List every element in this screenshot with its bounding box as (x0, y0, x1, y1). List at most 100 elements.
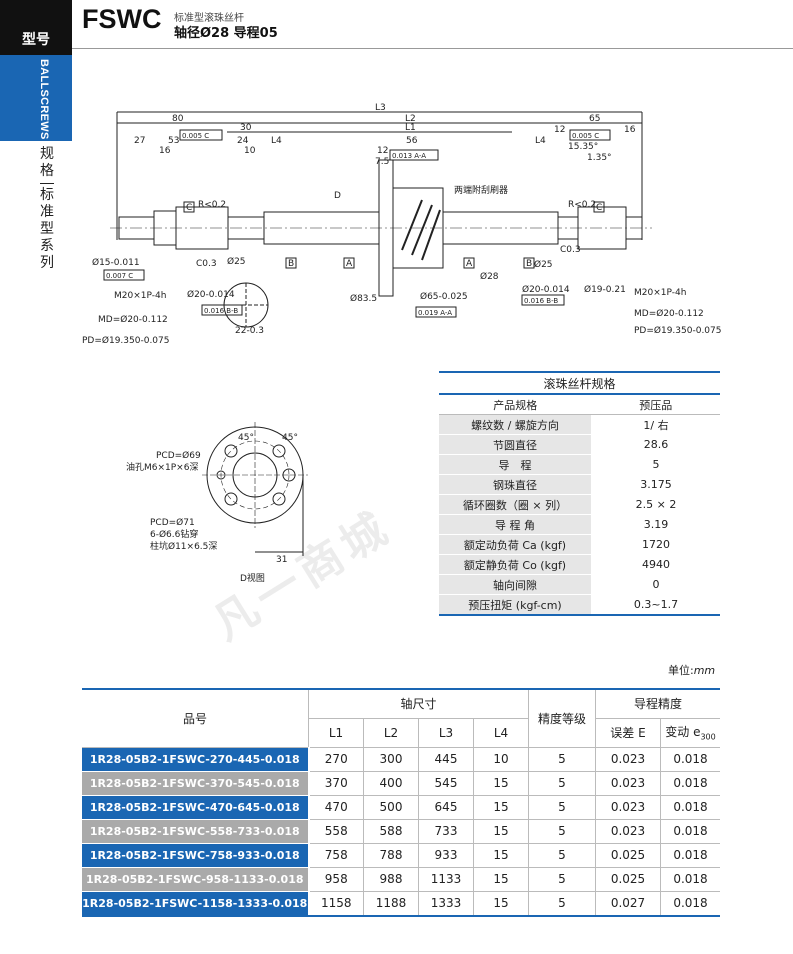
model-title: FSWC (82, 4, 162, 34)
flange-drill-holes: 6-Ø6.6钻穿 (150, 528, 198, 540)
cell-l1: 470 (308, 795, 364, 820)
cell-variation: 0.018 (660, 843, 720, 868)
cell-error: 0.025 (595, 843, 661, 868)
col-l3: L3 (418, 718, 474, 748)
category-english: BALLSCREWS (38, 59, 50, 140)
cell-l2: 300 (363, 747, 419, 772)
spec-key: 导 程 角 (439, 514, 592, 535)
unit-prefix: 单位: (668, 664, 694, 677)
dim-l4a: L4 (271, 136, 282, 146)
flange-oil-hole: 油孔M6×1P×6深 (126, 461, 198, 473)
category-chinese: 规格 标准型系列 (36, 146, 58, 272)
dim-12b: 12 (554, 125, 565, 135)
cell-l4: 15 (473, 867, 529, 892)
model-spec-title: 轴径Ø28 导程05 (174, 26, 278, 41)
dia-25-left: Ø25 (227, 256, 246, 267)
dim-53: 53 (168, 136, 179, 146)
col-lead-accuracy: 导程精度 (595, 688, 720, 719)
cell-l2: 588 (363, 819, 419, 844)
tolerance-frame-6: 0.016 B-B (524, 297, 558, 305)
col-variation-label: 变动 e (665, 725, 701, 740)
cell-l2: 788 (363, 843, 419, 868)
thread-right: M20×1P-4h (634, 288, 686, 298)
dia-25-right: Ø25 (534, 259, 553, 270)
spec-key: 额定动负荷 Ca (kgf) (439, 534, 592, 555)
dim-56: 56 (406, 136, 418, 146)
col-l2: L2 (363, 718, 419, 748)
dia-65: Ø65-0.025 (420, 291, 468, 302)
spec-key: 钢珠直径 (439, 474, 592, 495)
spec-value: 28.6 (591, 434, 720, 455)
cell-grade: 5 (528, 891, 596, 917)
dia-15: Ø15-0.011 (92, 257, 140, 268)
dim-7-5: 7.5 (375, 157, 389, 167)
dim-80: 80 (172, 114, 184, 124)
dim-30: 30 (240, 123, 252, 133)
flange-angle-left: 45° (238, 433, 254, 443)
spec-key: 轴向间隙 (439, 574, 592, 595)
cell-l1: 758 (308, 843, 364, 868)
technical-drawing: L3 L2 L1 80 30 24 27 53 16 10 L4 12 56 7… (82, 103, 722, 584)
angle-1-35: 1.35° (587, 153, 612, 163)
cell-l3: 1133 (418, 867, 474, 892)
category-separator (40, 183, 54, 184)
minor-dia-left: MD=Ø20-0.112 (98, 314, 168, 325)
datum-a-left: A (346, 259, 353, 269)
part-number: 1R28-05B2-1FSWC-958-1133-0.018 (82, 867, 310, 892)
tolerance-frame-1: 0.005 C (182, 132, 209, 140)
flange-pcd-69: PCD=Ø69 (156, 450, 201, 461)
category-series: 标准型系列 (40, 187, 54, 271)
cell-l4: 15 (473, 771, 529, 796)
dia-20-left: Ø20-0.014 (187, 289, 235, 300)
col-l1: L1 (308, 718, 364, 748)
spec-head-value: 预压品 (591, 394, 720, 415)
spec-value: 5 (591, 454, 720, 475)
category-spec: 规格 (40, 146, 54, 179)
cell-error: 0.023 (595, 795, 661, 820)
cell-l2: 1188 (363, 891, 419, 917)
cell-l3: 445 (418, 747, 474, 772)
dia-20-right: Ø20-0.014 (522, 284, 570, 295)
dim-27: 27 (134, 136, 145, 146)
col-error: 误差 E (595, 718, 661, 748)
cell-l2: 988 (363, 867, 419, 892)
col-variation: 变动 e300 (660, 718, 720, 748)
cell-l1: 958 (308, 867, 364, 892)
dim-12a: 12 (377, 146, 388, 156)
spec-value: 0.3~1.7 (591, 594, 720, 616)
part-number: 1R28-05B2-1FSWC-470-645-0.018 (82, 795, 310, 820)
flange-counterbore: 柱坑Ø11×6.5深 (150, 540, 217, 552)
flange-angle-right: 45° (282, 433, 298, 443)
col-grade: 精度等级 (528, 688, 596, 748)
cell-l3: 733 (418, 819, 474, 844)
cell-l2: 500 (363, 795, 419, 820)
spec-value: 1720 (591, 534, 720, 555)
flange-dim-31: 31 (276, 555, 287, 565)
radius-left: R<0.2 (198, 200, 226, 210)
dim-l3: L3 (375, 103, 386, 113)
cell-grade: 5 (528, 843, 596, 868)
cell-grade: 5 (528, 819, 596, 844)
flange-pcd-71: PCD=Ø71 (150, 517, 195, 528)
col-variation-sub: 300 (700, 732, 716, 742)
dim-d: D (334, 191, 341, 201)
cell-grade: 5 (528, 747, 596, 772)
spec-value: 3.19 (591, 514, 720, 535)
header-divider (72, 48, 793, 49)
cell-variation: 0.018 (660, 867, 720, 892)
cell-l1: 558 (308, 819, 364, 844)
thread-left: M20×1P-4h (114, 291, 166, 301)
datum-c-left: C (186, 203, 192, 213)
table-row: 1R28-05B2-1FSWC-470-645-0.018 470 500 64… (82, 795, 720, 820)
cell-l3: 645 (418, 795, 474, 820)
cell-error: 0.023 (595, 771, 661, 796)
dim-16a: 16 (159, 146, 171, 156)
unit-label: 单位:mm (668, 662, 715, 678)
cell-error: 0.023 (595, 819, 661, 844)
spec-value: 2.5 × 2 (591, 494, 720, 515)
col-l4: L4 (473, 718, 529, 748)
radius-right: R<0.2 (568, 200, 596, 210)
spec-key: 螺纹数 / 螺旋方向 (439, 414, 592, 435)
tolerance-frame-3: 0.005 C (572, 132, 599, 140)
part-number: 1R28-05B2-1FSWC-270-445-0.018 (82, 747, 310, 772)
